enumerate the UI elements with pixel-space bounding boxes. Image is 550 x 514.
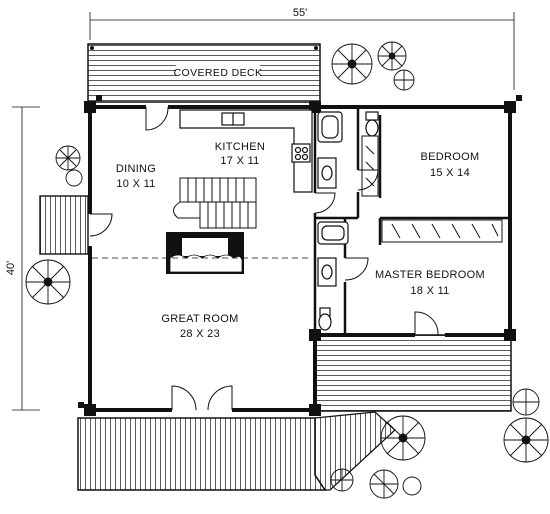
- landscape-trees: [25, 41, 549, 499]
- fireplace: [166, 232, 244, 274]
- dining-size: 10 X 11: [116, 178, 155, 190]
- kitchen-name: KITCHEN: [215, 141, 265, 153]
- log-corners: [78, 95, 522, 416]
- width-dimension: [89, 12, 515, 90]
- master-bedroom-size: 18 X 11: [410, 285, 449, 297]
- great-room-size: 28 X 23: [180, 328, 220, 340]
- bedroom-size: 15 X 14: [430, 167, 470, 179]
- front-deck: [77, 411, 396, 491]
- side-deck: [314, 334, 512, 412]
- covered-deck: [87, 43, 321, 103]
- interior-stairs: [173, 177, 257, 229]
- entry-stairs: [39, 195, 89, 255]
- master-bedroom-name: MASTER BEDROOM: [375, 269, 485, 281]
- dining-name: DINING: [116, 163, 156, 175]
- great-room-name: GREAT ROOM: [161, 313, 238, 325]
- width-dimension-label: 55': [293, 7, 307, 19]
- covered-deck-label: COVERED DECK: [174, 67, 263, 79]
- bath-fixtures: [317, 111, 379, 331]
- closets: [361, 135, 503, 243]
- bedroom-name: BEDROOM: [421, 151, 480, 163]
- kitchen-size: 17 X 11: [220, 155, 259, 167]
- doors: [89, 106, 439, 411]
- exterior-walls: [88, 105, 512, 412]
- depth-dimension: [12, 106, 40, 411]
- interior-walls: [313, 107, 510, 335]
- depth-dimension-label: 40': [5, 261, 17, 275]
- kitchen-counters: [179, 109, 313, 193]
